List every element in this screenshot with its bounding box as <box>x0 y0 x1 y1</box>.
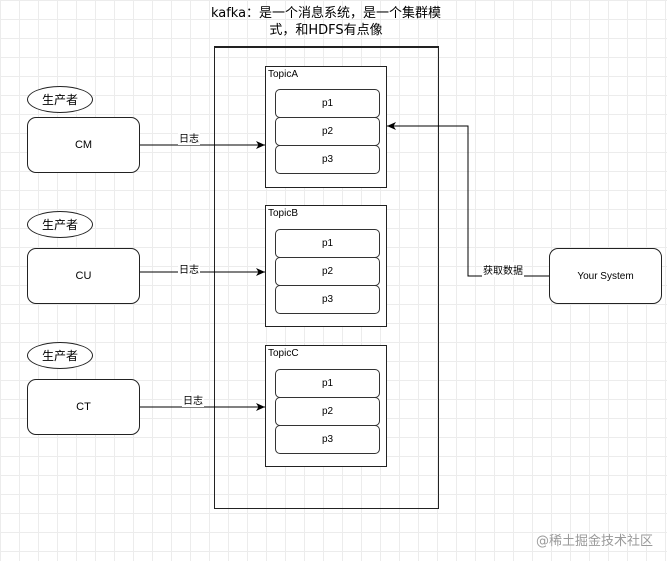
producer-tag-cm: 生产者 <box>27 86 93 113</box>
producer-ct[interactable]: CT <box>27 379 140 435</box>
topic-c-partition-3[interactable]: p3 <box>275 425 380 454</box>
edge-label-cu: 日志 <box>178 261 200 276</box>
edge-label-cm: 日志 <box>178 130 200 145</box>
topic-a-partition-3[interactable]: p3 <box>275 145 380 174</box>
producer-tag-cu: 生产者 <box>27 211 93 238</box>
topic-c-box[interactable]: TopicC p1 p2 p3 <box>265 345 387 467</box>
topic-c-partition-1[interactable]: p1 <box>275 369 380 398</box>
title-line-1: kafka：是一个消息系统，是一个集群模 <box>210 6 442 21</box>
edge-label-ct: 日志 <box>182 392 204 407</box>
arrow-system-to-topic-a <box>387 122 549 277</box>
topic-b-partition-1[interactable]: p1 <box>275 229 380 258</box>
diagram-title: kafka：是一个消息系统，是一个集群模 式，和HDFS有点像 <box>196 5 456 39</box>
edge-label-system: 获取数据 <box>482 262 524 277</box>
title-line-2: 式，和HDFS有点像 <box>269 23 383 38</box>
topic-a-label: TopicA <box>268 69 299 80</box>
topic-c-label: TopicC <box>268 348 299 359</box>
topic-a-box[interactable]: TopicA p1 p2 p3 <box>265 66 387 188</box>
producer-tag-ct: 生产者 <box>27 342 93 369</box>
topic-b-partition-3[interactable]: p3 <box>275 285 380 314</box>
your-system-box[interactable]: Your System <box>549 248 662 304</box>
kafka-bracket <box>214 46 439 52</box>
producer-cm[interactable]: CM <box>27 117 140 173</box>
topic-b-label: TopicB <box>268 208 299 219</box>
topic-b-box[interactable]: TopicB p1 p2 p3 <box>265 205 387 327</box>
watermark: @稀土掘金技术社区 <box>535 534 653 549</box>
kafka-cluster-box[interactable] <box>214 47 439 509</box>
producer-cu[interactable]: CU <box>27 248 140 304</box>
